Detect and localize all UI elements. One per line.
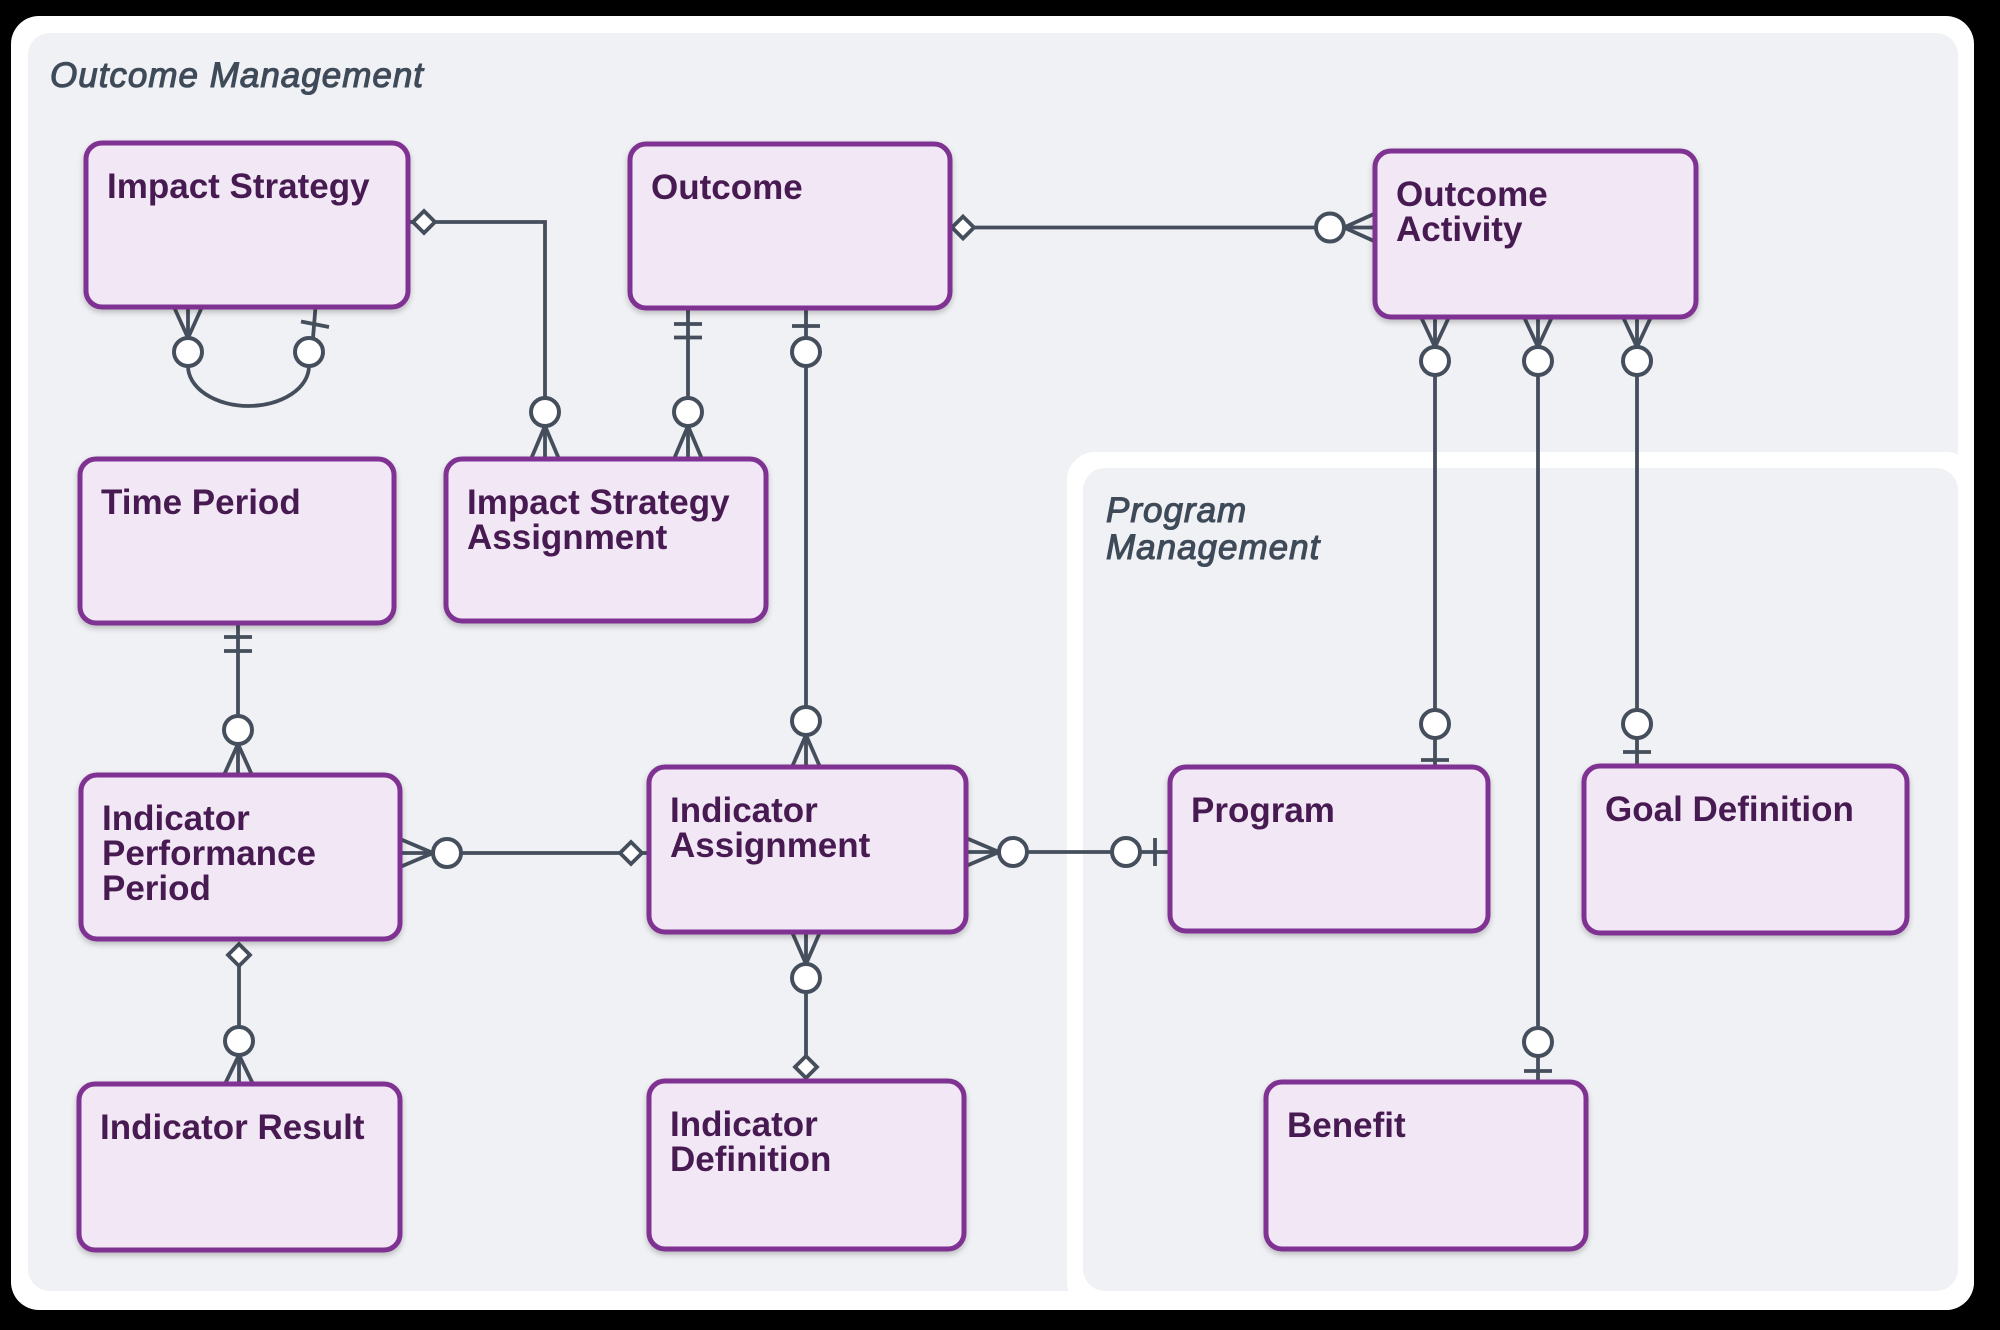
svg-text:Assignment: Assignment bbox=[670, 826, 871, 865]
svg-text:Indicator Result: Indicator Result bbox=[100, 1108, 365, 1147]
svg-text:Indicator: Indicator bbox=[102, 799, 250, 838]
svg-text:Impact Strategy: Impact Strategy bbox=[467, 483, 730, 522]
svg-text:Performance: Performance bbox=[102, 834, 316, 873]
svg-text:Goal Definition: Goal Definition bbox=[1605, 790, 1854, 829]
svg-text:Outcome: Outcome bbox=[651, 168, 803, 207]
svg-text:Benefit: Benefit bbox=[1287, 1106, 1406, 1145]
svg-text:Activity: Activity bbox=[1396, 210, 1523, 249]
svg-text:Management: Management bbox=[1106, 528, 1321, 567]
svg-text:Program: Program bbox=[1106, 491, 1247, 530]
svg-text:Outcome Management: Outcome Management bbox=[50, 56, 424, 95]
svg-text:Assignment: Assignment bbox=[467, 518, 668, 557]
svg-text:Time Period: Time Period bbox=[101, 483, 301, 522]
svg-text:Impact Strategy: Impact Strategy bbox=[107, 167, 370, 206]
svg-text:Outcome: Outcome bbox=[1396, 175, 1548, 214]
svg-text:Period: Period bbox=[102, 869, 211, 908]
svg-text:Indicator: Indicator bbox=[670, 791, 818, 830]
svg-text:Definition: Definition bbox=[670, 1140, 831, 1179]
svg-text:Indicator: Indicator bbox=[670, 1105, 818, 1144]
svg-text:Program: Program bbox=[1191, 791, 1335, 830]
